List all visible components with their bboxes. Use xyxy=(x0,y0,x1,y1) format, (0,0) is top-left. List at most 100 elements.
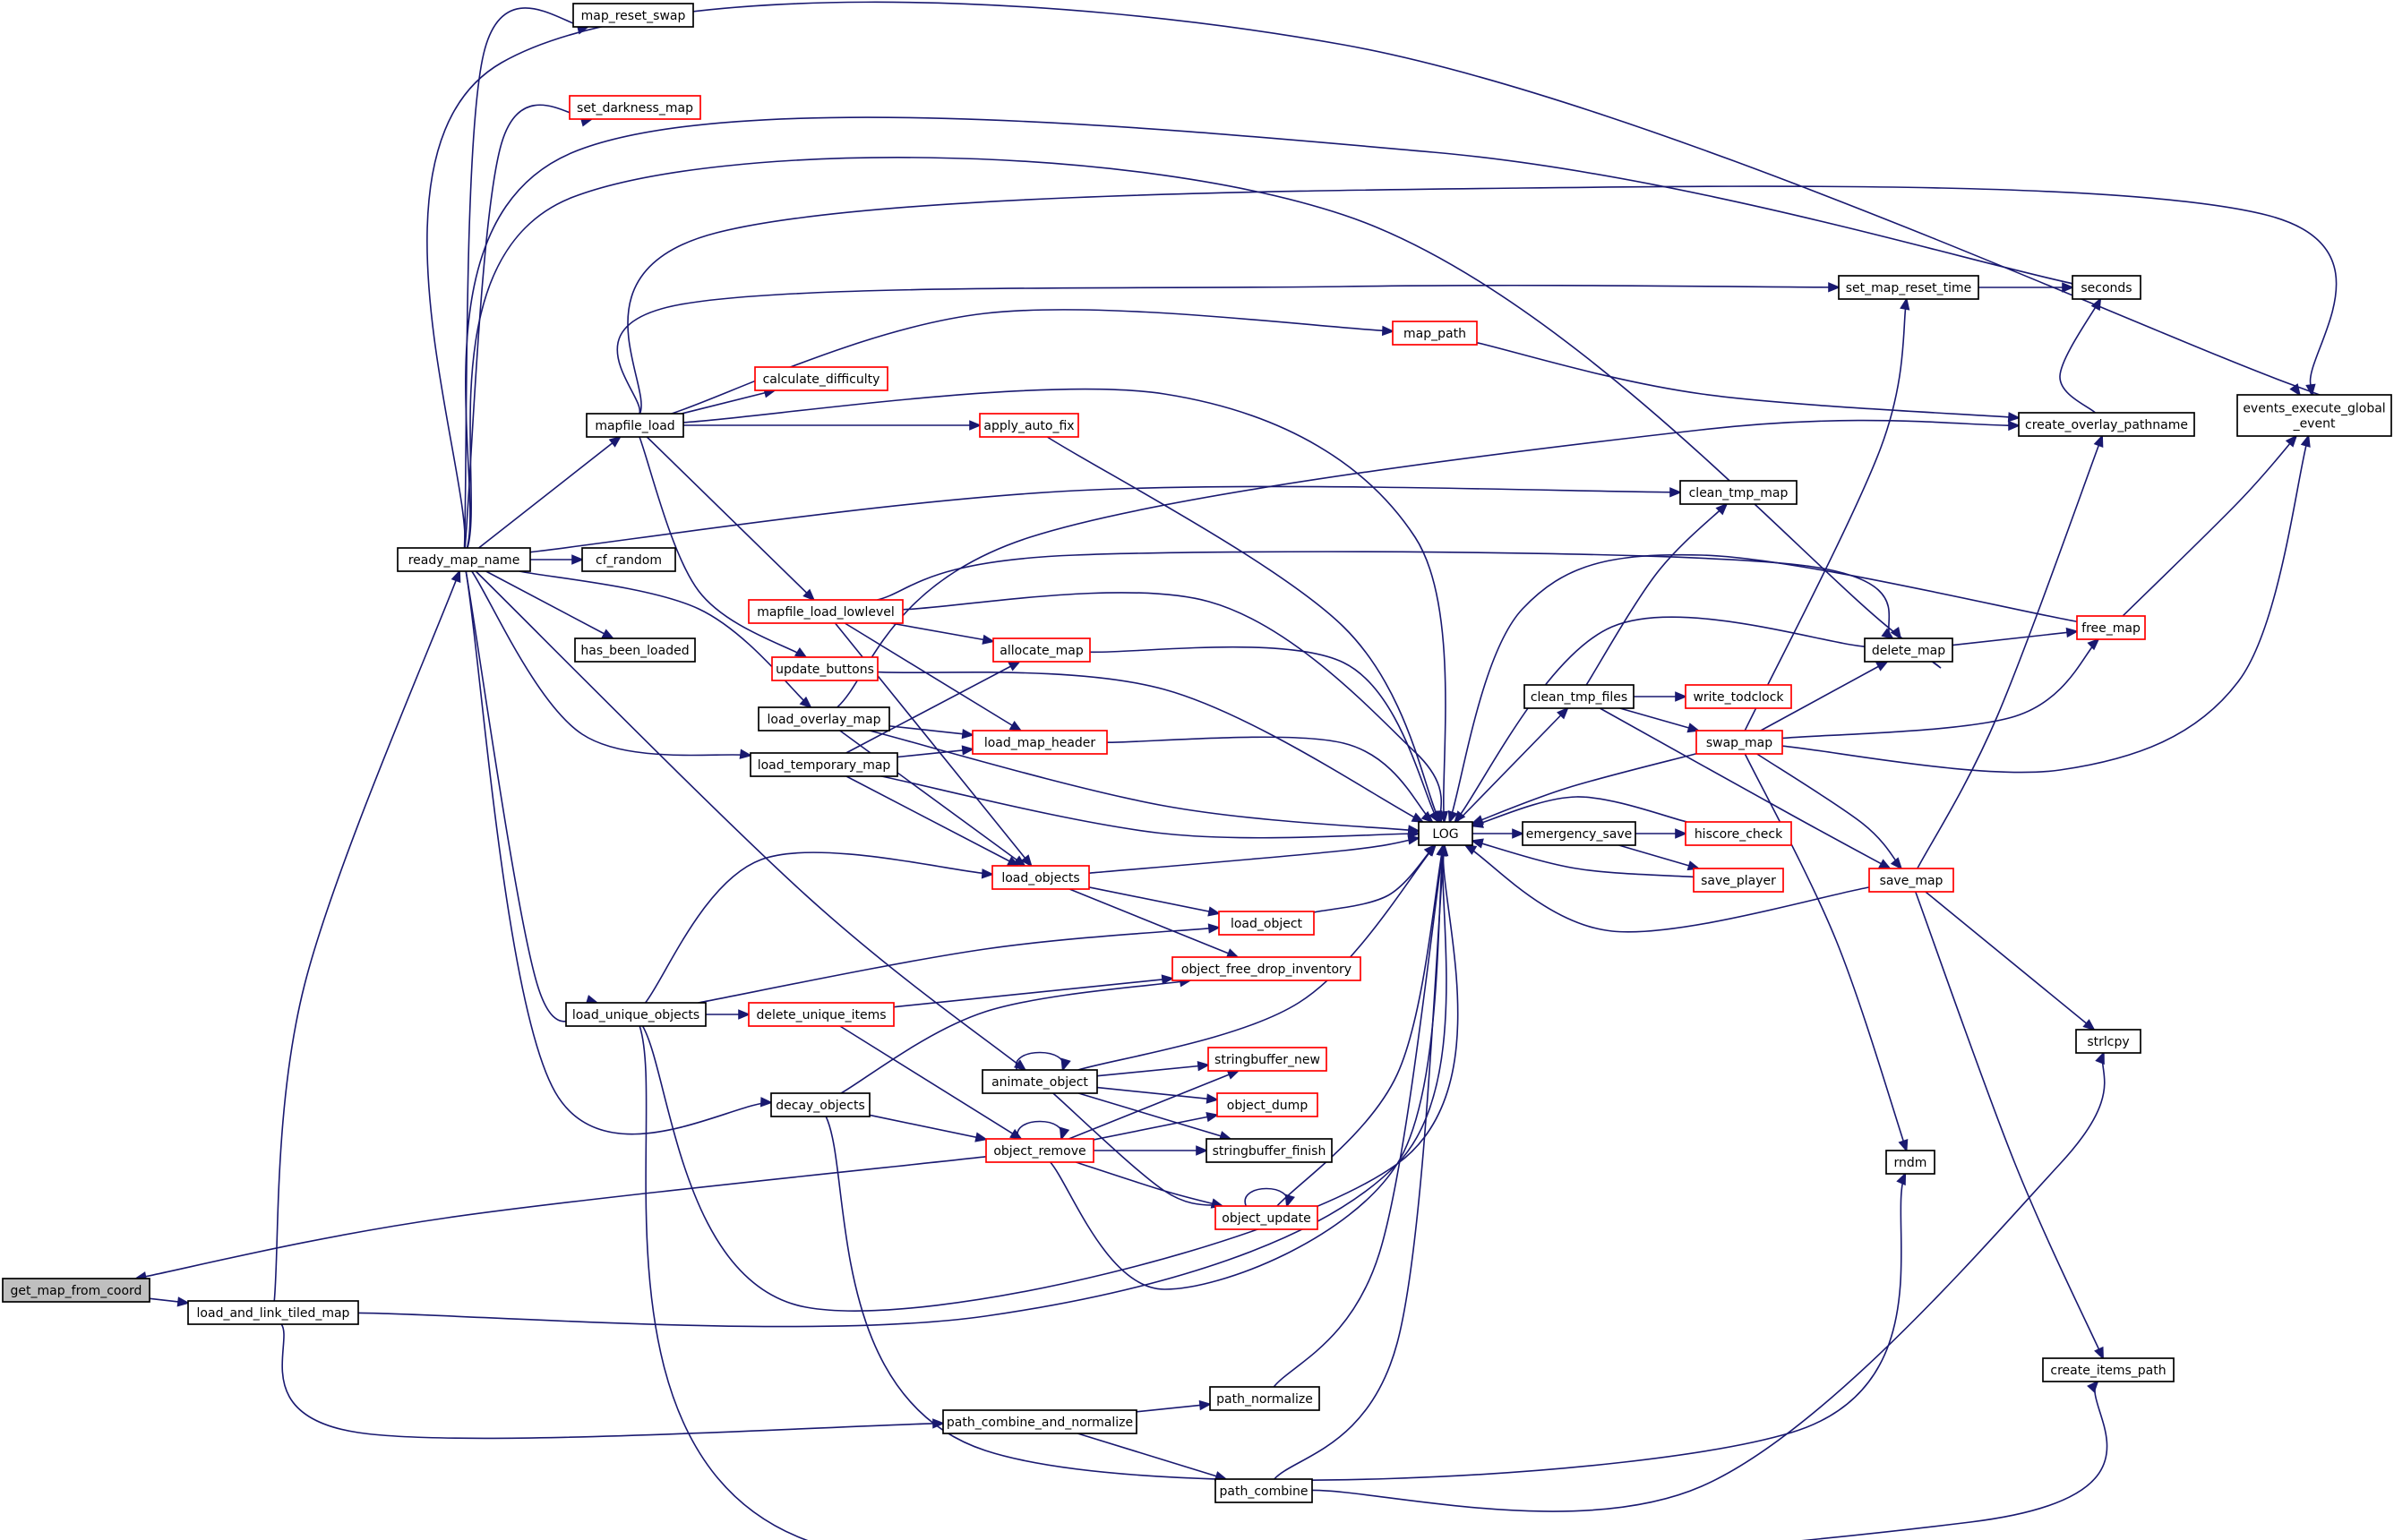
node-seconds[interactable]: seconds xyxy=(2072,275,2141,300)
node-box xyxy=(942,1409,1137,1434)
arrowhead xyxy=(1060,1057,1071,1073)
node-box xyxy=(397,547,531,572)
node-label: set_map_reset_time xyxy=(1846,281,1972,295)
node-free_map[interactable]: free_map xyxy=(2076,615,2146,640)
node-ready_map_name[interactable]: ready_map_name xyxy=(397,547,531,572)
node-save_map[interactable]: save_map xyxy=(1868,868,1954,893)
node-mapfile_load[interactable]: mapfile_load xyxy=(586,413,684,438)
edge-LOG-to-emergency_save xyxy=(1472,828,1525,839)
node-allocate_map[interactable]: allocate_map xyxy=(992,637,1091,663)
node-map_path[interactable]: map_path xyxy=(1392,321,1478,346)
node-load_object[interactable]: load_object xyxy=(1218,911,1315,936)
node-load_map_header[interactable]: load_map_header xyxy=(972,730,1108,755)
node-clean_tmp_files[interactable]: clean_tmp_files xyxy=(1523,684,1635,709)
node-create_overlay_pathname[interactable]: create_overlay_pathname xyxy=(2018,412,2195,437)
node-has_been_loaded[interactable]: has_been_loaded xyxy=(574,637,696,663)
node-path_combine[interactable]: path_combine xyxy=(1214,1478,1313,1503)
node-update_buttons[interactable]: update_buttons xyxy=(771,656,879,681)
arrowhead xyxy=(1009,1128,1023,1141)
arrowhead xyxy=(1429,809,1440,824)
arrowhead xyxy=(1878,859,1892,870)
node-object_remove[interactable]: object_remove xyxy=(985,1138,1094,1163)
arrowhead xyxy=(1198,1399,1213,1411)
arrowhead xyxy=(1408,828,1421,839)
node-emergency_save[interactable]: emergency_save xyxy=(1522,821,1636,846)
edge-animate_object-to-animate_object xyxy=(1015,1051,1071,1073)
edge-set_map_reset_time-to-seconds xyxy=(1978,282,2075,293)
node-mapfile_load_lowlevel[interactable]: mapfile_load_lowlevel xyxy=(748,599,904,624)
node-cf_random[interactable]: cf_random xyxy=(581,547,676,572)
node-hiscore_check[interactable]: hiscore_check xyxy=(1685,821,1792,846)
node-map_reset_swap[interactable]: map_reset_swap xyxy=(572,3,694,28)
node-label: strlcpy xyxy=(2087,1035,2129,1049)
node-load_overlay_map[interactable]: load_overlay_map xyxy=(758,706,890,732)
node-box xyxy=(1522,821,1636,846)
node-box xyxy=(581,547,676,572)
node-animate_object[interactable]: animate_object xyxy=(982,1069,1098,1094)
node-box xyxy=(569,95,701,120)
edge-path_combine_and_normalize-to-path_combine xyxy=(1077,1433,1228,1481)
arrowhead xyxy=(969,420,982,431)
node-object_dump[interactable]: object_dump xyxy=(1216,1092,1318,1117)
node-decay_objects[interactable]: decay_objects xyxy=(770,1092,871,1117)
node-set_map_reset_time[interactable]: set_map_reset_time xyxy=(1838,275,1979,300)
node-box xyxy=(565,1002,707,1027)
arrowhead xyxy=(450,569,461,584)
node-stringbuffer_new[interactable]: stringbuffer_new xyxy=(1207,1047,1327,1072)
node-calculate_difficulty[interactable]: calculate_difficulty xyxy=(754,366,888,391)
node-delete_map[interactable]: delete_map xyxy=(1864,637,1953,663)
arrowhead xyxy=(2093,434,2104,449)
node-object_update[interactable]: object_update xyxy=(1214,1205,1318,1230)
node-load_objects[interactable]: load_objects xyxy=(991,865,1090,890)
edge-load_overlay_map-to-load_map_header xyxy=(888,725,975,740)
edge-ready_map_name-to-set_darkness_map xyxy=(464,104,594,549)
edge-ready_map_name-to-clean_tmp_map xyxy=(529,485,1683,553)
node-rndm[interactable]: rndm xyxy=(1885,1150,1935,1175)
arrowhead xyxy=(1471,815,1485,825)
node-box xyxy=(754,366,888,391)
node-load_unique_objects[interactable]: load_unique_objects xyxy=(565,1002,707,1027)
arrowhead xyxy=(2082,1019,2096,1031)
node-strlcpy[interactable]: strlcpy xyxy=(2075,1029,2141,1054)
node-clean_tmp_map[interactable]: clean_tmp_map xyxy=(1679,480,1798,505)
arrowhead xyxy=(1715,502,1729,516)
node-stringbuffer_finish[interactable]: stringbuffer_finish xyxy=(1206,1138,1333,1163)
node-box xyxy=(979,413,1079,438)
node-path_combine_and_normalize[interactable]: path_combine_and_normalize xyxy=(942,1409,1137,1434)
node-label: hiscore_check xyxy=(1695,827,1783,842)
node-label: mapfile_load_lowlevel xyxy=(757,605,895,620)
node-label: get_map_from_coord xyxy=(11,1284,142,1298)
node-box xyxy=(586,413,684,438)
node-delete_unique_items[interactable]: delete_unique_items xyxy=(748,1002,895,1027)
node-box xyxy=(750,752,898,777)
edge-free_map-to-events_execute_global_event xyxy=(2122,434,2298,617)
node-box xyxy=(1679,480,1798,505)
edge-load_and_link_tiled_map-to-ready_map_name xyxy=(273,569,461,1302)
node-label: object_remove xyxy=(993,1144,1085,1159)
node-label: path_combine xyxy=(1220,1484,1309,1499)
node-get_map_from_coord[interactable]: get_map_from_coord xyxy=(2,1278,150,1303)
arrowhead xyxy=(1226,1070,1240,1080)
node-label: load_objects xyxy=(1001,871,1079,886)
node-object_free_drop_inventory[interactable]: object_free_drop_inventory xyxy=(1171,956,1361,981)
node-LOG[interactable]: LOG xyxy=(1418,821,1473,846)
node-load_temporary_map[interactable]: load_temporary_map xyxy=(750,752,898,777)
node-apply_auto_fix[interactable]: apply_auto_fix xyxy=(979,413,1079,438)
node-label: apply_auto_fix xyxy=(983,419,1074,433)
edge-load_objects-to-object_free_drop_inventory xyxy=(1068,888,1240,958)
node-box xyxy=(758,706,890,732)
node-save_player[interactable]: save_player xyxy=(1693,868,1784,893)
arrowhead xyxy=(1008,661,1022,672)
node-create_items_path[interactable]: create_items_path xyxy=(2042,1357,2175,1382)
arrowhead xyxy=(601,629,615,639)
edge-save_player-to-LOG xyxy=(1470,838,1695,878)
node-load_and_link_tiled_map[interactable]: load_and_link_tiled_map xyxy=(187,1300,359,1325)
arrowhead xyxy=(1411,812,1425,823)
node-events_execute_global_event[interactable]: events_execute_global_event xyxy=(2236,394,2392,437)
node-set_darkness_map[interactable]: set_darkness_map xyxy=(569,95,701,120)
node-swap_map[interactable]: swap_map xyxy=(1695,730,1783,755)
edge-decay_objects-to-object_remove xyxy=(869,1114,989,1142)
node-path_normalize[interactable]: path_normalize xyxy=(1209,1386,1320,1411)
node-write_todclock[interactable]: write_todclock xyxy=(1685,684,1792,709)
node-label: animate_object xyxy=(991,1075,1088,1090)
